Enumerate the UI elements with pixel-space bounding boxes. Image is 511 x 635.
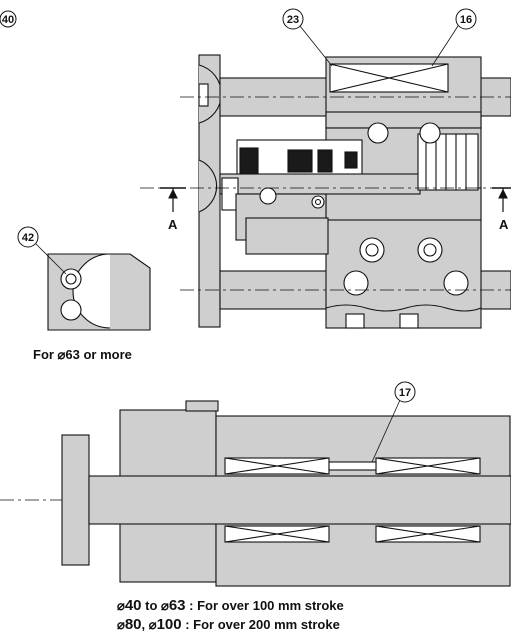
svg-text:42: 42 [22,232,34,244]
mounting-holes [259,122,469,296]
stroke-note-line1: ⌀40 to ⌀63 : For over 100 mm stroke [117,597,344,614]
callout-16: 16 [455,8,477,30]
rod-lower [88,475,511,525]
detail-view-42 [35,243,151,331]
lower-assembly [61,399,511,587]
small-bore-caption: For ⌀63 or more [33,347,132,362]
section-label-right: A [499,217,509,232]
section-markers [160,187,511,212]
stroke-note-line2: ⌀80, ⌀100 : For over 200 mm stroke [117,616,340,633]
svg-text:23: 23 [287,14,299,26]
leader-lines-upper [299,25,459,67]
section-label-left: A [168,217,178,232]
callout-23: 23 [282,8,304,30]
callout-40: 40 [0,10,17,28]
plate-lower [61,434,90,566]
svg-text:16: 16 [460,14,472,26]
callout-42: 42 [17,226,39,248]
piston-rod [219,173,421,195]
cap-screw-mid [198,159,218,213]
upper-assembly [198,54,511,329]
svg-text:40: 40 [2,14,14,26]
svg-text:17: 17 [399,387,411,399]
callout-17: 17 [394,381,416,403]
